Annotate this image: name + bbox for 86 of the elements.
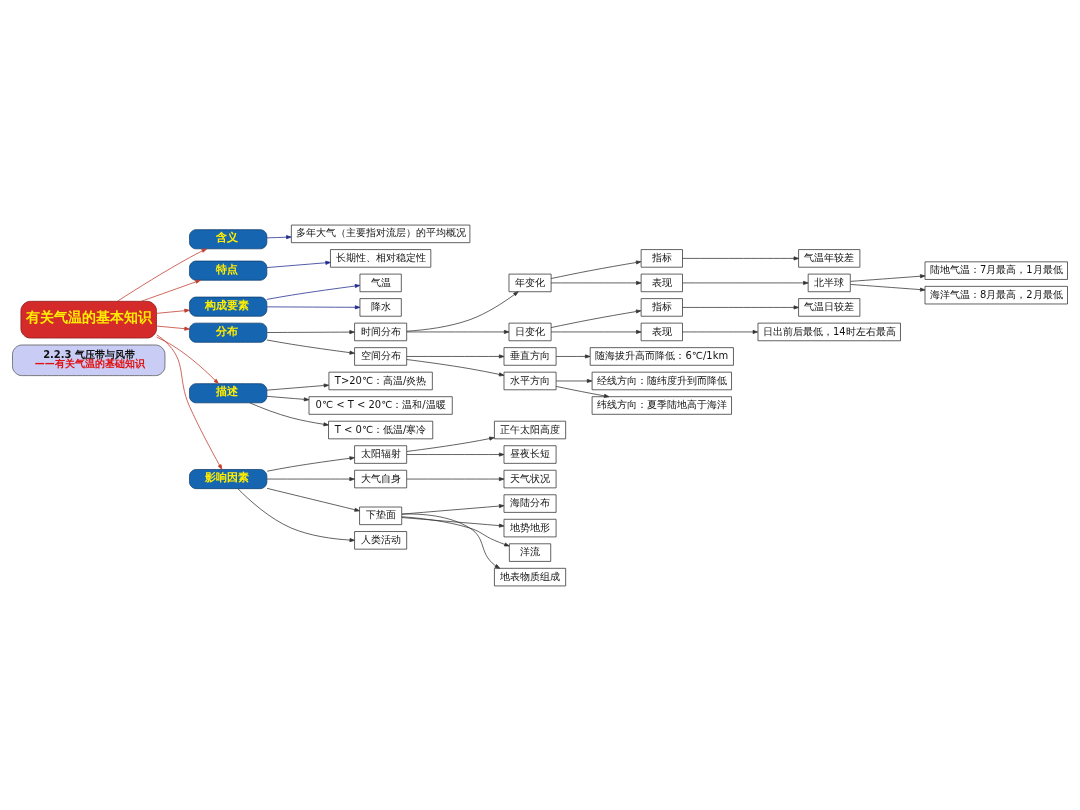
node-box: 太阳辐射: [354, 444, 408, 464]
arrow: [550, 280, 642, 285]
node-box: 洋流: [508, 542, 552, 562]
node-box: 地表物质组成: [494, 567, 567, 586]
node-box: 指标: [640, 248, 683, 268]
node-box: 地势地形: [503, 518, 557, 537]
arrow: [266, 339, 355, 355]
arrow: [406, 452, 505, 457]
node-box: 描述: [189, 382, 268, 403]
arrow: [249, 402, 329, 426]
node-box: 影响因素: [189, 468, 268, 489]
node-box: 多年大气（主要指对流层）的平均概况: [291, 224, 471, 243]
arrow: [266, 260, 331, 268]
arrow: [555, 378, 593, 383]
arrow: [682, 255, 799, 260]
arrow: [237, 487, 355, 542]
arrow: [156, 334, 223, 470]
arrow: [401, 515, 510, 546]
node-box: 正午太阳高度: [494, 420, 567, 439]
node-box: 表现: [640, 322, 683, 341]
arrow: [117, 248, 207, 302]
arrow: [266, 476, 355, 481]
node-box: 北半球: [807, 273, 851, 292]
node-box: 时间分布: [354, 322, 408, 341]
node-box: 0℃ < T < 20℃：温和/温暖: [308, 395, 453, 415]
node-box: 下垫面: [359, 506, 403, 525]
node-box: 分布: [189, 322, 268, 343]
node-box: 指标: [640, 297, 683, 317]
arrow: [406, 290, 519, 332]
arrow: [156, 336, 219, 384]
node-box: 人类活动: [354, 530, 408, 550]
node-box: 气温年较差: [798, 248, 861, 268]
node-box: 水平方向: [503, 371, 557, 390]
node-box: T < 0℃：低温/寒冷: [328, 420, 434, 439]
arrow: [550, 260, 642, 279]
arrow: [266, 455, 355, 472]
node-box: 经线方向：随纬度升到而降低: [591, 371, 732, 390]
arrow: [266, 383, 330, 391]
arrow: [555, 353, 591, 358]
node-box: T>20℃：高温/炎热: [328, 371, 433, 390]
arrow: [156, 308, 190, 314]
node-box: 日出前后最低，14时左右最高: [757, 322, 901, 341]
arrow: [406, 353, 505, 358]
node-box: 气温: [359, 273, 402, 292]
arrow: [406, 358, 505, 376]
arrow: [266, 329, 355, 334]
arrow: [140, 279, 201, 302]
node-box: 日变化: [508, 322, 552, 341]
arrow: [406, 329, 510, 334]
node-box: 空间分布: [354, 346, 408, 366]
node-box: 特点: [189, 260, 268, 281]
arrow: [266, 487, 360, 512]
arrow: [266, 283, 361, 300]
node-box: 降水: [359, 297, 402, 317]
node-box: 气温日较差: [798, 297, 861, 317]
node-box: 2.2.3 气压带与风带 ——有关气温的基础知识: [12, 344, 166, 376]
arrow: [406, 436, 495, 452]
arrow: [682, 280, 809, 285]
arrow: [850, 283, 926, 292]
node-box: 构成要素: [189, 296, 268, 317]
node-box: 海洋气温：8月最高，2月最低: [924, 285, 1068, 304]
node-box: 陆地气温：7月最高，1月最低: [924, 260, 1068, 280]
node-box: 长期性、相对稳定性: [330, 248, 432, 268]
arrow: [550, 309, 642, 328]
arrow: [682, 329, 758, 334]
arrow: [555, 385, 610, 398]
arrow: [406, 476, 505, 481]
arrow: [266, 304, 361, 309]
arrow: [550, 329, 642, 334]
arrow: [156, 325, 190, 331]
arrow: [401, 513, 501, 569]
arrow: [401, 516, 505, 528]
node-box: 含义: [189, 228, 268, 249]
node-box: 年变化: [508, 273, 552, 292]
node-box: 大气自身: [354, 469, 408, 488]
arrow: [266, 395, 310, 401]
node-box: 垂直方向: [503, 346, 557, 366]
arrow: [266, 234, 292, 239]
node-box: 天气状况: [503, 469, 557, 488]
arrow: [850, 273, 926, 282]
node-box: 有关气温的基本知识: [20, 300, 157, 338]
arrow: [682, 304, 799, 309]
node-box: 随海拔升高而降低：6℃/1km: [589, 346, 734, 366]
node-box: 表现: [640, 273, 683, 292]
node-box: 昼夜长短: [503, 444, 557, 464]
node-box: 海陆分布: [503, 493, 557, 513]
